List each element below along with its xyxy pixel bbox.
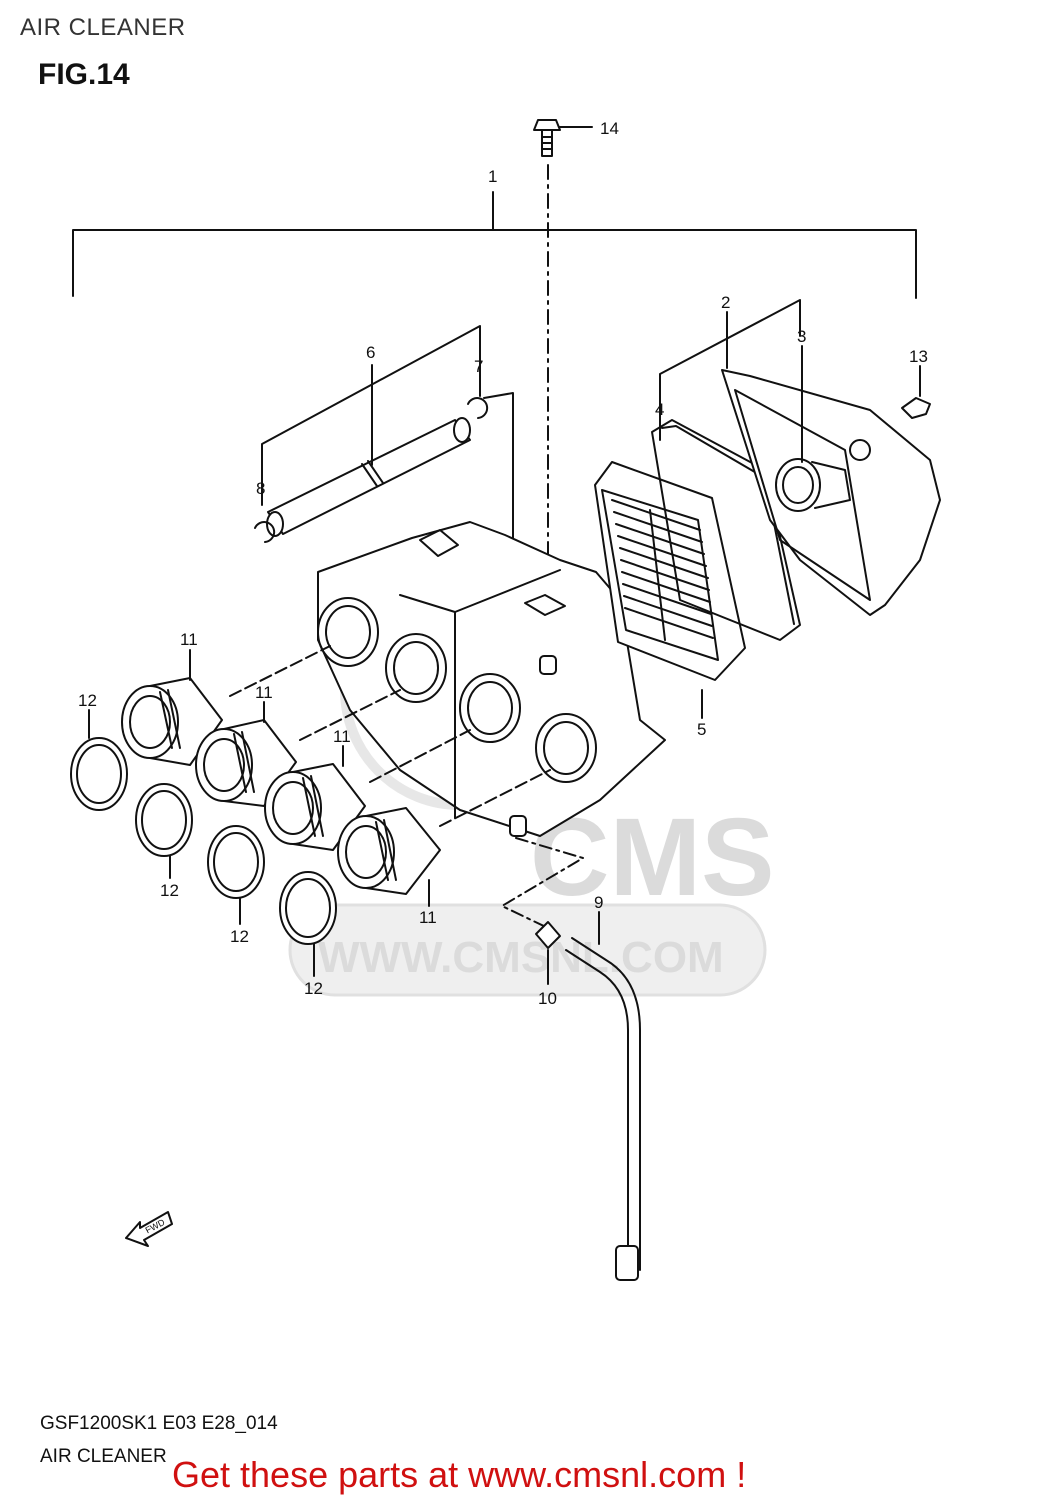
callout-10: 10 <box>538 989 557 1008</box>
callout-12c: 12 <box>230 927 249 946</box>
bolt-14 <box>533 119 593 157</box>
breather-pipe-6 <box>266 417 471 537</box>
callout-3: 3 <box>797 327 806 346</box>
filter-element-5 <box>594 461 746 681</box>
clamp-10 <box>535 921 561 949</box>
promo-banner[interactable]: Get these parts at www.cmsnl.com ! <box>172 1454 747 1495</box>
callout-9: 9 <box>594 893 603 912</box>
callout-12d: 12 <box>304 979 323 998</box>
clamps-12 <box>70 737 337 945</box>
callout-11d: 11 <box>419 908 437 927</box>
drain-hose-9 <box>565 937 641 1281</box>
callout-7: 7 <box>474 357 483 376</box>
callout-11b: 11 <box>255 683 273 702</box>
callout-11a: 11 <box>180 630 198 649</box>
air-cleaner-case <box>317 521 666 837</box>
callout-1: 1 <box>488 167 497 186</box>
callout-4: 4 <box>655 400 664 419</box>
seal-4 <box>651 419 801 641</box>
callout-12a: 12 <box>78 691 97 710</box>
clamp-8 <box>254 521 276 543</box>
drawing-caption: AIR CLEANER <box>40 1446 167 1467</box>
callout-6: 6 <box>366 343 375 362</box>
callout-2: 2 <box>721 293 730 312</box>
callout-12b: 12 <box>160 881 179 900</box>
clamp-7 <box>467 397 489 419</box>
callout-14: 14 <box>600 119 619 138</box>
page-title: AIR CLEANER <box>20 14 186 41</box>
air-cleaner-cover-2 <box>721 369 941 616</box>
figure-number: FIG.14 <box>38 58 130 91</box>
assembly-bracket <box>72 229 917 299</box>
watermark-url: WWW.CMSNL.COM <box>318 933 724 982</box>
drawing-code: GSF1200SK1 E03 E28_014 <box>40 1413 278 1434</box>
callout-5: 5 <box>697 720 706 739</box>
callout-8: 8 <box>256 479 265 498</box>
fwd-arrow-icon <box>125 1211 173 1247</box>
callout-11c: 11 <box>333 727 351 746</box>
callout-13: 13 <box>909 347 928 366</box>
screw-13 <box>901 365 931 419</box>
intake-boots-11 <box>121 677 441 895</box>
